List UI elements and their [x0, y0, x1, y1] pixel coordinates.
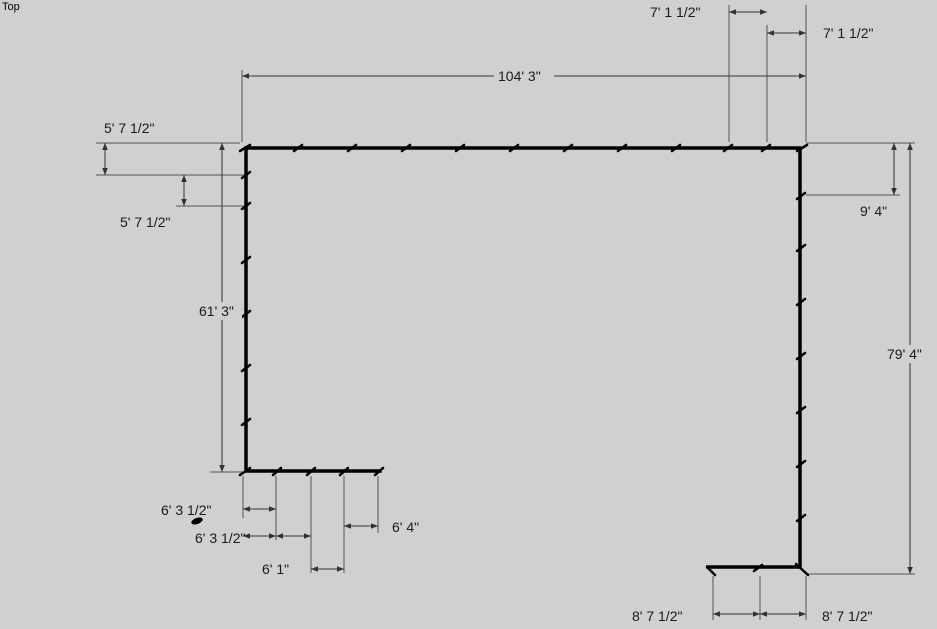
- dim-bottom-left-d: 6' 4": [392, 519, 419, 535]
- dim-top-overall: 104' 3": [498, 68, 541, 84]
- dim-top-right-b: 7' 1 1/2": [823, 25, 873, 41]
- dim-top-right-a: 7' 1 1/2": [650, 4, 700, 20]
- dimension-labels: 104' 3" 7' 1 1/2" 7' 1 1/2" 5' 7 1/2" 5'…: [104, 4, 936, 624]
- dim-left-top-a: 5' 7 1/2": [104, 120, 154, 136]
- post-marks: [238, 143, 810, 577]
- stray-mark: [191, 517, 203, 525]
- dim-bottom-left-c: 6' 1": [262, 561, 289, 577]
- wall-outline[interactable]: [244, 146, 802, 569]
- walls[interactable]: [244, 146, 802, 569]
- dim-left-top-b: 5' 7 1/2": [120, 214, 170, 230]
- dim-bottom-left-b: 6' 3 1/2": [195, 530, 245, 546]
- dim-bottom-right-b: 8' 7 1/2": [822, 608, 872, 624]
- dim-bottom-right-a: 8' 7 1/2": [632, 608, 682, 624]
- view-label: Top: [2, 1, 20, 13]
- dim-bottom-left-a: 6' 3 1/2": [161, 502, 211, 518]
- dim-left-height: 61' 3": [199, 303, 234, 319]
- dim-right-height: 79' 4": [887, 346, 922, 362]
- dim-right-top: 9' 4": [860, 203, 887, 219]
